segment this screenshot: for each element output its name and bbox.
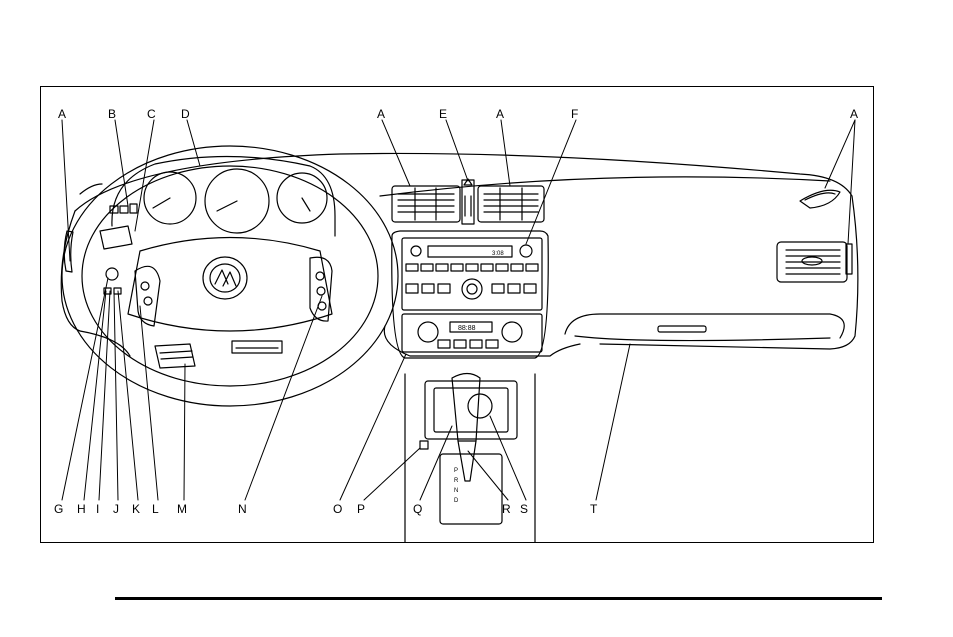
svg-text:R: R — [454, 478, 459, 484]
tachometer-gauge — [144, 172, 196, 224]
speedometer-gauge — [205, 169, 269, 233]
callout-g: G — [54, 502, 63, 516]
center-console — [405, 374, 535, 543]
callout-o: O — [333, 502, 342, 516]
callout-r: R — [502, 502, 511, 516]
callout-a-center-left: A — [377, 107, 385, 121]
svg-text:N: N — [454, 488, 458, 494]
right-face-vent — [777, 242, 847, 282]
right-steering-controls — [310, 257, 332, 321]
dashboard-left-end — [61, 211, 80, 331]
tilt-lever — [155, 344, 195, 368]
callout-i: I — [96, 502, 99, 516]
callout-k: K — [132, 502, 140, 516]
svg-text:P: P — [454, 468, 458, 474]
center-left-vent — [392, 186, 460, 222]
center-stack-bezel — [392, 231, 548, 358]
center-right-vent — [478, 186, 544, 222]
callout-b: B — [108, 107, 116, 121]
radio-unit: 3:08 — [402, 238, 542, 310]
headlamp-switch — [100, 226, 132, 294]
callout-a-left: A — [58, 107, 66, 121]
dashboard-top-edge — [75, 153, 852, 211]
glove-box — [565, 314, 844, 341]
climate-control-panel: 88:88 — [402, 314, 542, 352]
dashboard-right-end — [600, 196, 858, 349]
callout-n: N — [238, 502, 247, 516]
callout-c: C — [147, 107, 156, 121]
callout-p: P — [357, 502, 365, 516]
instrument-panel-diagram: 3:08 88:88 P R — [40, 86, 874, 543]
steering-column — [232, 341, 282, 353]
callout-h: H — [77, 502, 86, 516]
callout-m: M — [177, 502, 187, 516]
callout-d: D — [181, 107, 190, 121]
steering-wheel — [62, 146, 398, 406]
callout-s: S — [520, 502, 528, 516]
top-callouts: A B C D A E A F A — [58, 107, 858, 121]
climate-display-text: 88:88 — [458, 325, 476, 332]
callout-t: T — [590, 502, 598, 516]
svg-text:D: D — [454, 498, 459, 504]
callout-q: Q — [413, 502, 422, 516]
callout-a-right: A — [850, 107, 858, 121]
page-bottom-rule — [115, 597, 882, 600]
callout-e: E — [439, 107, 447, 121]
callout-l: L — [152, 502, 159, 516]
radio-display-text: 3:08 — [492, 251, 504, 257]
bottom-callouts: G H I J K L M N O P Q R S T — [54, 502, 598, 516]
callout-f: F — [571, 107, 578, 121]
callout-j: J — [113, 502, 119, 516]
callout-a-center-right: A — [496, 107, 504, 121]
